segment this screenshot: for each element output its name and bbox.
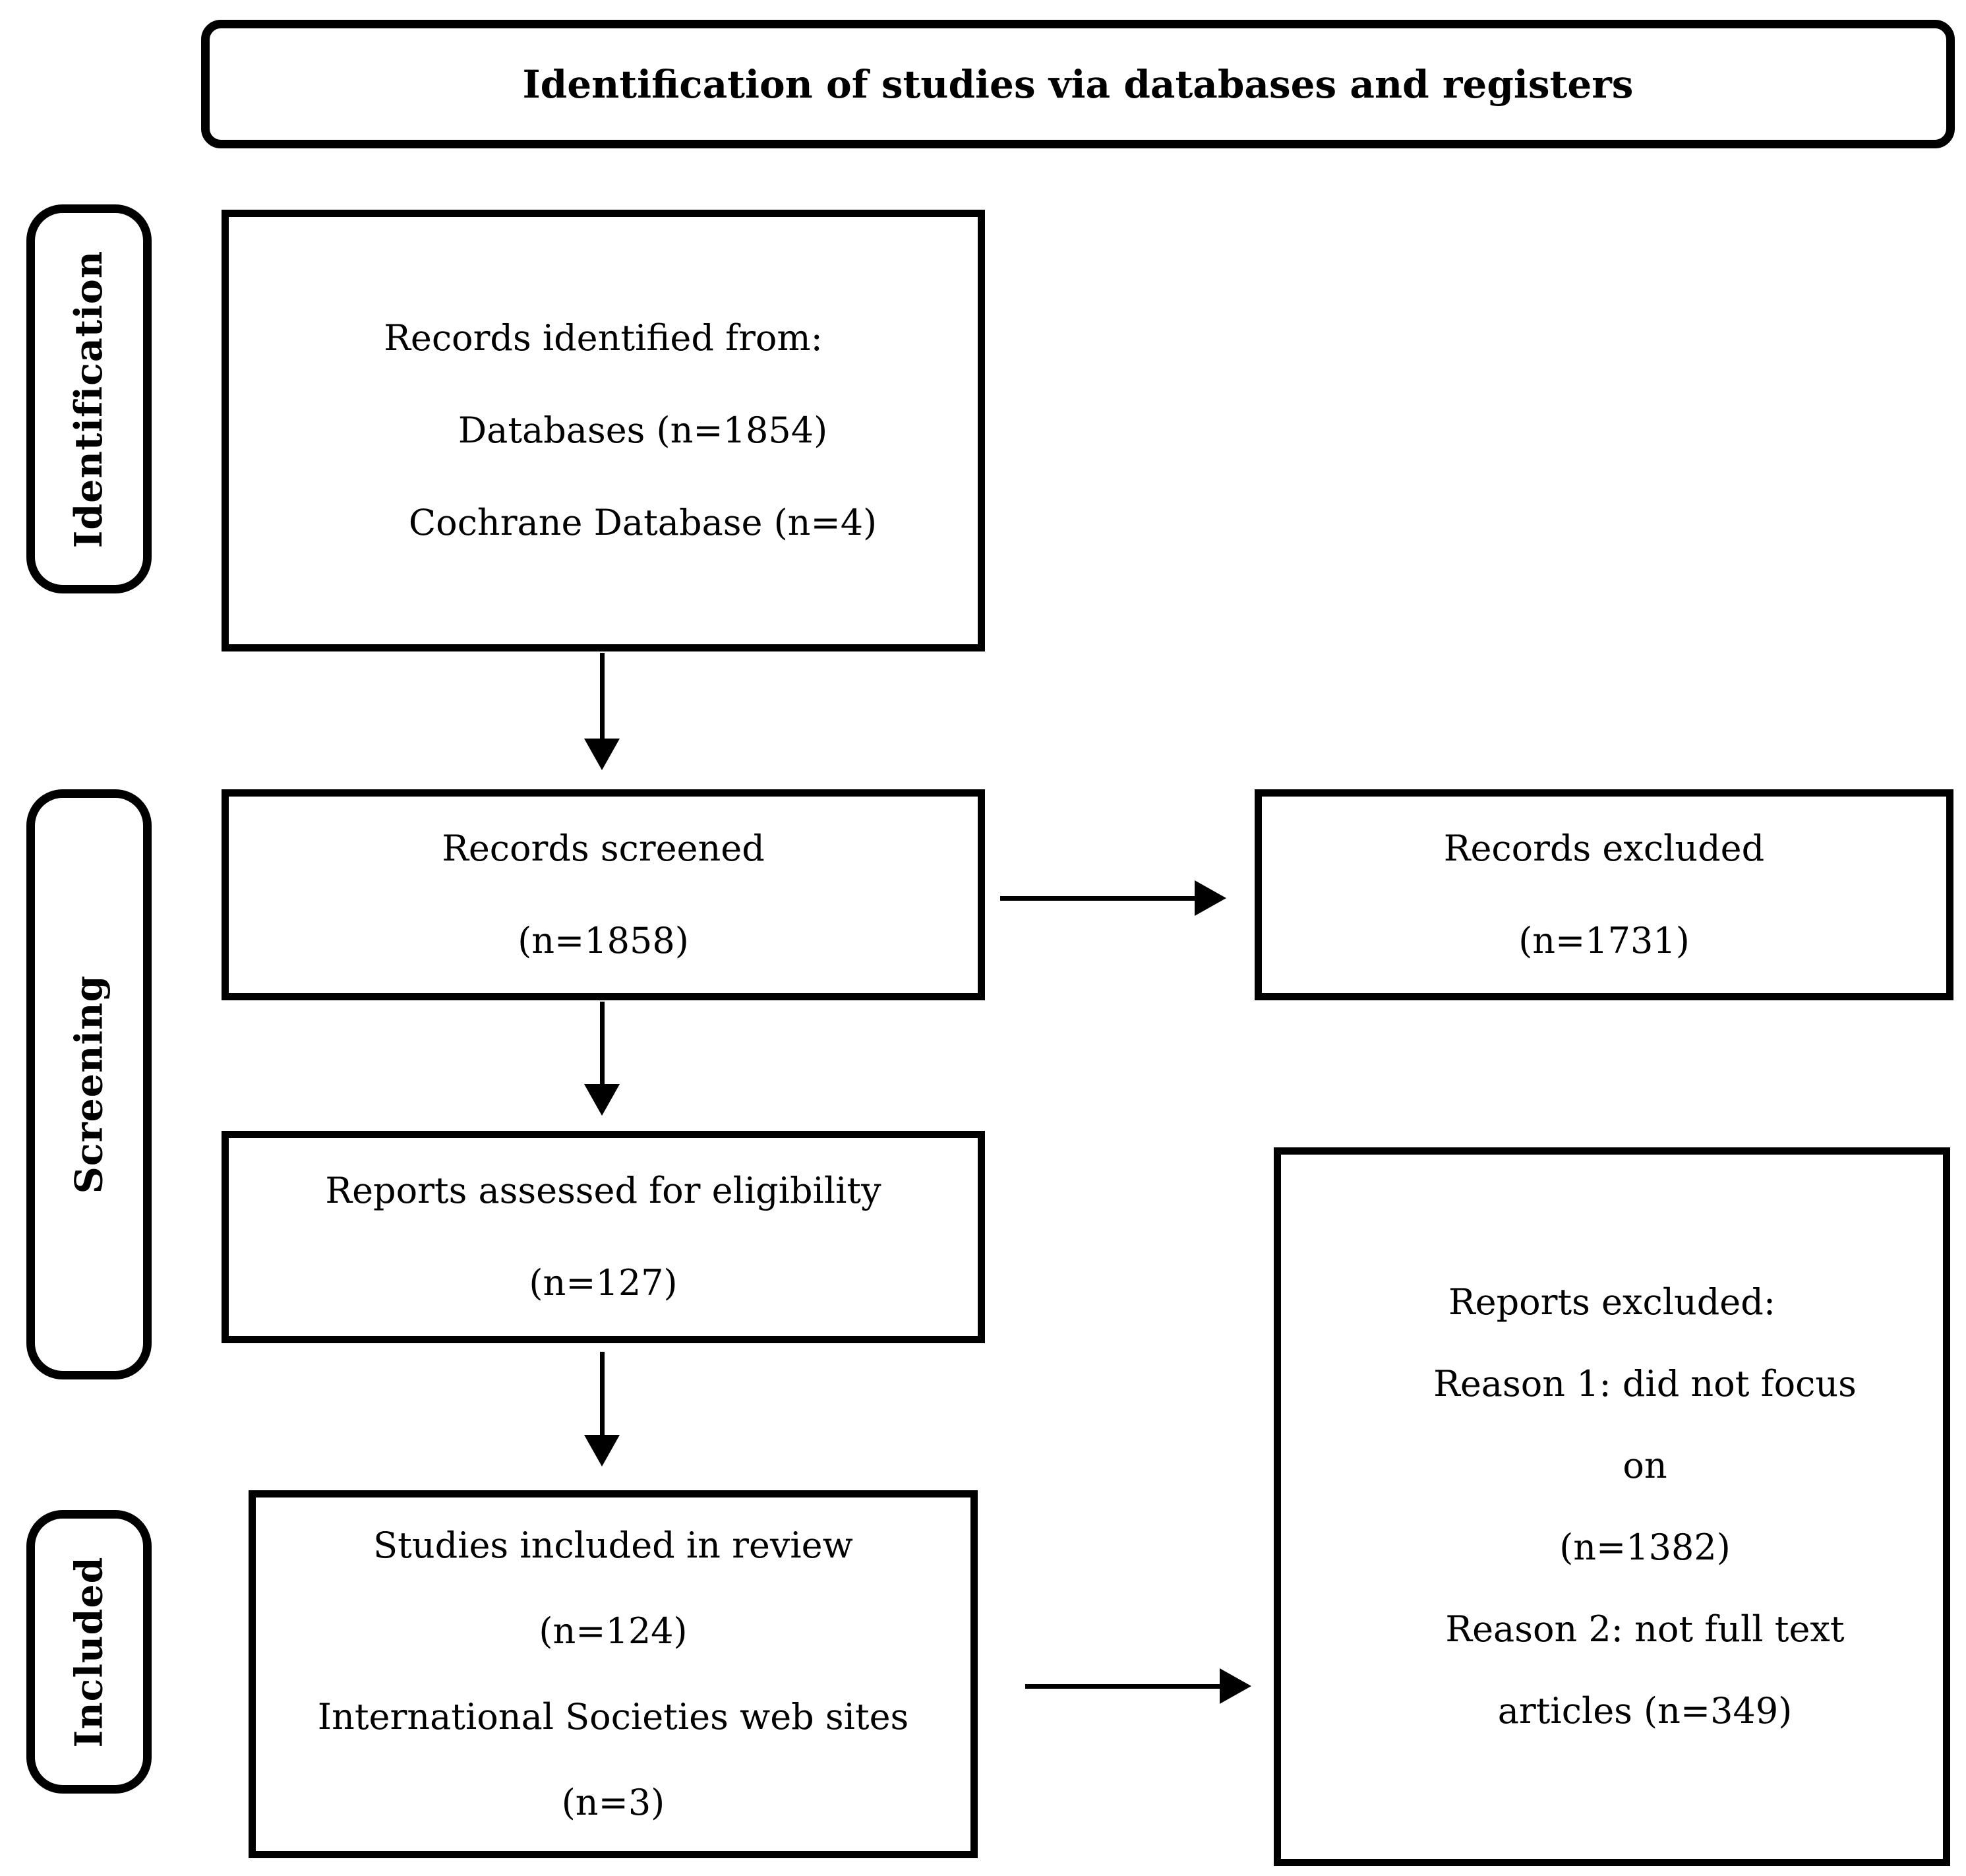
records-excluded-line: Records excluded: [1443, 828, 1765, 869]
reports-excluded-reason1-line: Reason 1: did not focus: [1433, 1363, 1857, 1405]
studies-included-count: (n=124): [539, 1610, 688, 1652]
arrow-included-to-reports-excluded-head: [1220, 1668, 1251, 1704]
stage-label-included-text: Included: [67, 1556, 111, 1747]
stage-label-identification: Identification: [26, 204, 152, 593]
arrow-screened-to-assessed-head: [584, 1084, 620, 1116]
reports-assessed-count: (n=127): [529, 1262, 678, 1304]
arrow-identified-to-screened-line: [600, 653, 605, 740]
records-identified-line: Records identified from:: [384, 317, 823, 359]
arrow-assessed-to-included-line: [600, 1352, 605, 1435]
reports-excluded-reason1-count: (n=1382): [1559, 1527, 1731, 1568]
arrow-assessed-to-included-head: [584, 1435, 620, 1467]
arrow-identified-to-screened-head: [584, 739, 620, 770]
stage-label-screening: Screening: [26, 789, 152, 1379]
studies-included-box: Studies included in review (n=124) Inter…: [249, 1490, 978, 1858]
arrow-screened-to-assessed-line: [600, 1002, 605, 1085]
records-identified-box: Records identified from: Databases (n=18…: [222, 210, 985, 651]
records-screened-box: Records screened (n=1858): [222, 789, 985, 1000]
arrow-screened-to-excluded-line: [1000, 896, 1195, 901]
arrow-included-to-reports-excluded-line: [1025, 1684, 1220, 1689]
reports-excluded-reason1-cont: on: [1623, 1445, 1667, 1486]
diagram-title: Identification of studies via databases …: [522, 61, 1634, 107]
records-screened-count: (n=1858): [518, 920, 689, 961]
reports-excluded-reason2-count: articles (n=349): [1497, 1690, 1793, 1732]
stage-label-included: Included: [26, 1510, 152, 1794]
reports-assessed-line: Reports assessed for eligibility: [325, 1170, 881, 1211]
studies-included-line: Studies included in review: [373, 1525, 853, 1566]
records-identified-databases-line: Databases (n=1854): [458, 409, 828, 451]
reports-excluded-title: Reports excluded:: [1448, 1281, 1776, 1323]
studies-included-societies-line: International Societies web sites: [317, 1696, 909, 1738]
records-identified-cochrane-line: Cochrane Database (n=4): [408, 502, 878, 543]
arrow-screened-to-excluded-head: [1195, 880, 1226, 916]
stage-label-screening-text: Screening: [67, 975, 111, 1194]
reports-assessed-box: Reports assessed for eligibility (n=127): [222, 1131, 985, 1343]
reports-excluded-reason2-line: Reason 2: not full text: [1445, 1608, 1845, 1650]
header-box: Identification of studies via databases …: [201, 20, 1955, 148]
stage-label-identification-text: Identification: [67, 250, 111, 548]
records-excluded-count: (n=1731): [1518, 920, 1690, 961]
reports-excluded-box: Reports excluded: Reason 1: did not focu…: [1274, 1147, 1950, 1866]
records-screened-line: Records screened: [442, 828, 765, 869]
records-excluded-box: Records excluded (n=1731): [1255, 789, 1953, 1000]
studies-included-societies-count: (n=3): [561, 1782, 665, 1823]
